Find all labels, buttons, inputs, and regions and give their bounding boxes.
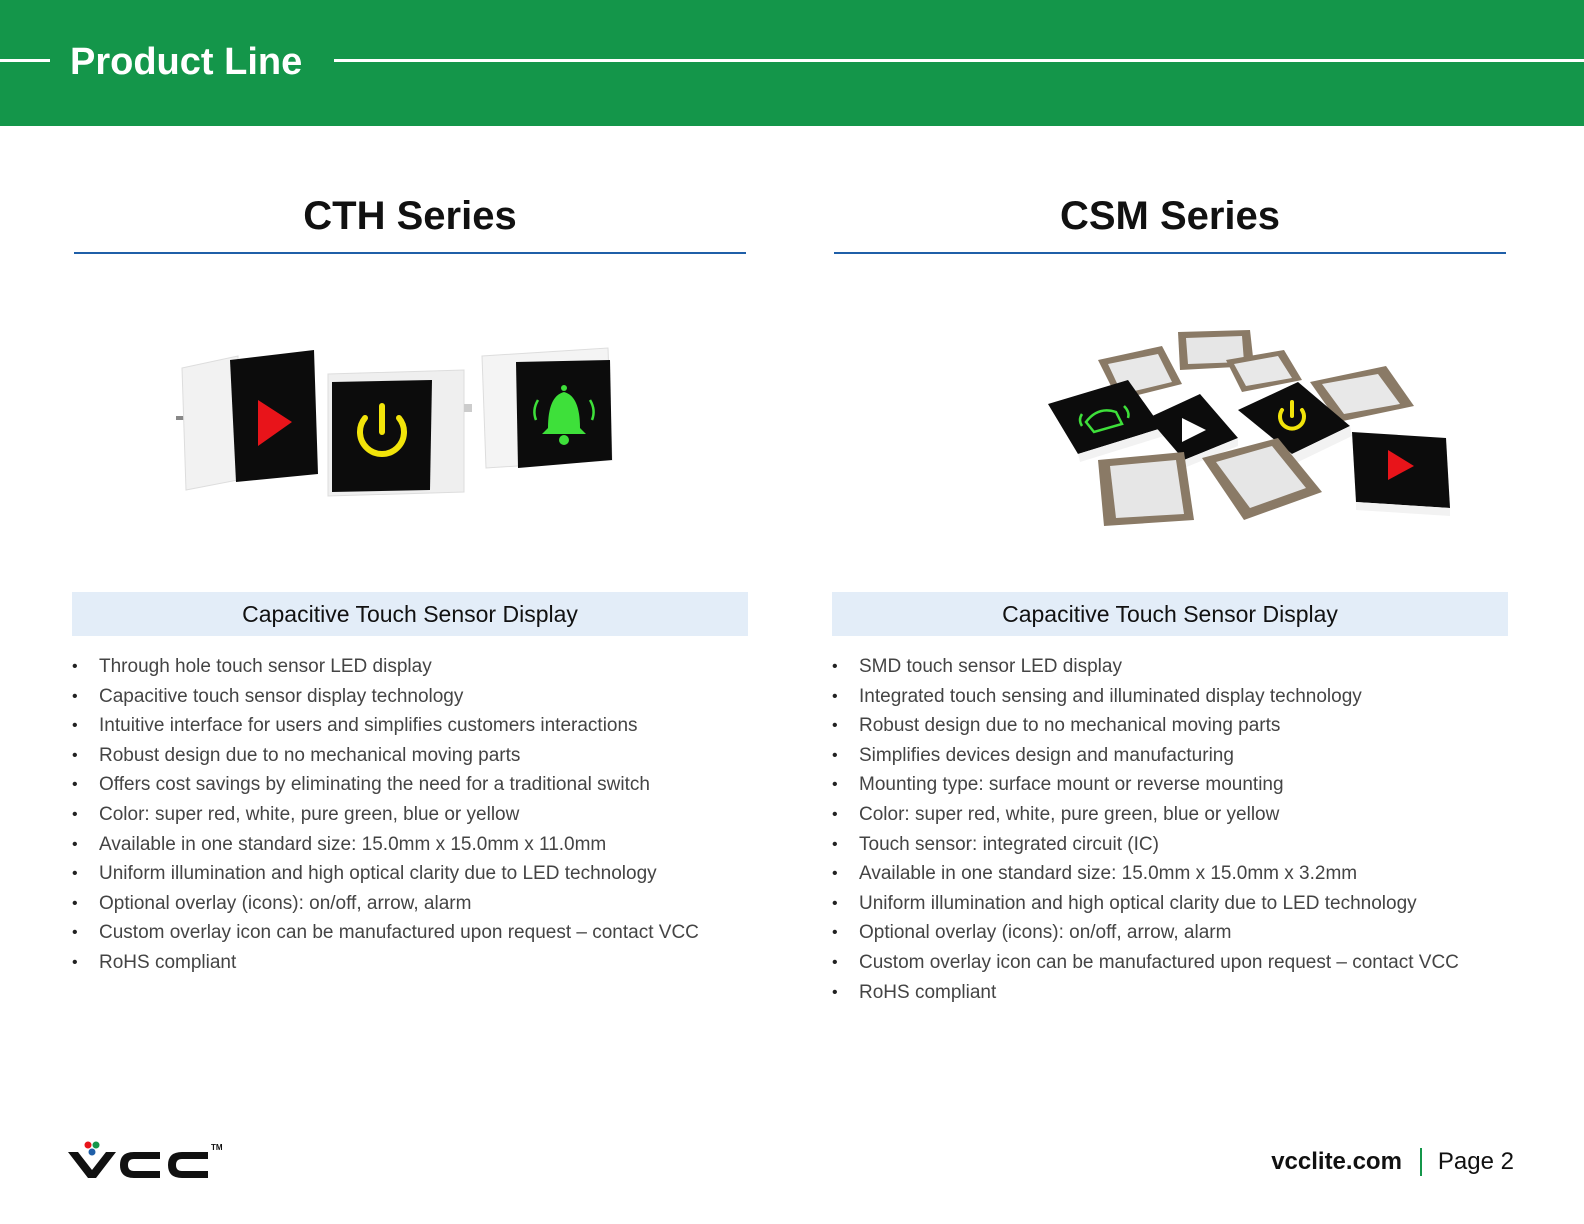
play-arrow-icon: [258, 400, 292, 446]
series-subtitle-band: Capacitive Touch Sensor Display: [72, 592, 748, 636]
csm-blank-module: [1310, 366, 1414, 422]
list-item: Available in one standard size: 15.0mm x…: [832, 859, 1508, 889]
csm-module-power: [1238, 382, 1352, 464]
list-item: Robust design due to no mechanical movin…: [72, 741, 748, 771]
list-item: Custom overlay icon can be manufactured …: [72, 918, 748, 948]
website-link[interactable]: vcclite.com: [1271, 1148, 1402, 1175]
header-bar: Product Line: [0, 0, 1584, 126]
cth-module-arrow: [176, 350, 318, 491]
list-item: Uniform illumination and high optical cl…: [72, 859, 748, 889]
list-item: Custom overlay icon can be manufactured …: [832, 948, 1508, 978]
list-item: Intuitive interface for users and simpli…: [72, 711, 748, 741]
alarm-bell-icon: [542, 385, 586, 445]
page-title: Product Line: [70, 41, 303, 83]
list-item: Offers cost savings by eliminating the n…: [72, 770, 748, 800]
csm-module-arrow: [1352, 432, 1450, 516]
list-item: Mounting type: surface mount or reverse …: [832, 770, 1508, 800]
series-rule: [74, 252, 746, 254]
list-item: Color: super red, white, pure green, blu…: [72, 800, 748, 830]
list-item: Available in one standard size: 15.0mm x…: [72, 830, 748, 860]
list-item: Uniform illumination and high optical cl…: [832, 889, 1508, 919]
list-item: RoHS compliant: [72, 948, 748, 978]
list-item: Simplifies devices design and manufactur…: [832, 741, 1508, 771]
csm-blank-module: [1098, 452, 1194, 526]
header-rule-left: [0, 59, 50, 62]
power-icon: [357, 403, 407, 457]
list-item: Touch sensor: integrated circuit (IC): [832, 830, 1508, 860]
trademark-mark: TM: [211, 1143, 223, 1152]
page-number: Page 2: [1437, 1148, 1514, 1175]
series-title: CSM Series: [1059, 194, 1281, 238]
list-item: RoHS compliant: [832, 978, 1508, 1008]
list-item: Optional overlay (icons): on/off, arrow,…: [832, 918, 1508, 948]
list-item: Integrated touch sensing and illuminated…: [832, 682, 1508, 712]
list-item: Optional overlay (icons): on/off, arrow,…: [72, 889, 748, 919]
csm-module-alarm: [1048, 380, 1164, 462]
series-subtitle-band: Capacitive Touch Sensor Display: [832, 592, 1508, 636]
feature-list: Through hole touch sensor LED display Ca…: [72, 652, 748, 978]
footer-info: vcclite.com Page 2: [1271, 1148, 1514, 1176]
csm-blank-module: [1202, 438, 1322, 520]
cth-module-power: [327, 369, 472, 497]
csm-module-white-arrow: [1148, 394, 1238, 468]
series-rule: [834, 252, 1506, 254]
vcc-logo: TM: [68, 1141, 223, 1178]
cth-product-photo: [176, 347, 613, 497]
list-item: Color: super red, white, pure green, blu…: [832, 800, 1508, 830]
list-item: Capacitive touch sensor display technolo…: [72, 682, 748, 712]
footer-divider: [1419, 1148, 1422, 1176]
csm-blank-module: [1226, 350, 1302, 392]
cth-module-alarm: [481, 347, 613, 469]
csm-product-photo: [1048, 330, 1450, 526]
list-item: Robust design due to no mechanical movin…: [832, 711, 1508, 741]
feature-list: SMD touch sensor LED display Integrated …: [832, 652, 1508, 1007]
list-item: Through hole touch sensor LED display: [72, 652, 748, 682]
list-item: SMD touch sensor LED display: [832, 652, 1508, 682]
series-title: CTH Series: [303, 194, 517, 238]
header-rule-right: [334, 59, 1584, 62]
